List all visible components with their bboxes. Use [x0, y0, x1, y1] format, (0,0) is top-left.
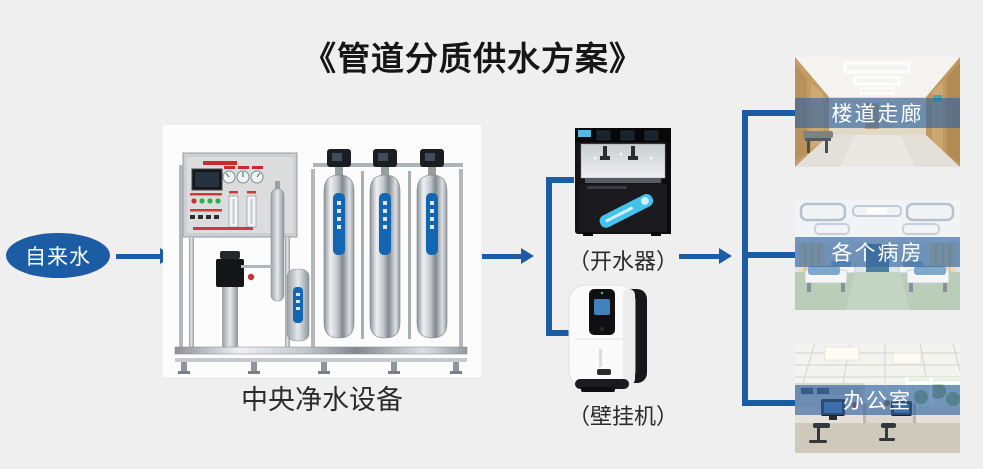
photo-label-band: 各个病房: [795, 237, 960, 267]
arrow-head-icon: [719, 248, 732, 264]
dest-connector-vline: [742, 110, 748, 406]
tap-water-node: 自来水: [6, 233, 110, 278]
dest-connector-stub-3: [742, 400, 795, 406]
mid-connector-vline: [546, 177, 552, 336]
dest-photo-ward: 各个病房: [795, 200, 960, 310]
arrow-head-icon: [521, 248, 534, 264]
destination-label: 楼道走廊: [831, 103, 924, 126]
dest-connector-stub-2: [742, 252, 795, 258]
destination-label: 各个病房: [831, 242, 924, 265]
dest-photo-office: 办公室: [795, 343, 960, 453]
destination-label: 办公室: [843, 390, 912, 413]
diagram-title: 《管道分质供水方案》: [303, 40, 643, 77]
wall-unit-photo: [567, 283, 652, 395]
dest-photo-corridor: 楼道走廊: [795, 57, 960, 167]
tap-water-label: 自来水: [25, 245, 91, 269]
photo-label-band: 办公室: [795, 385, 960, 415]
arrow-line: [116, 253, 160, 259]
central-equipment-photo: [163, 125, 481, 377]
photo-label-band: 楼道走廊: [795, 98, 960, 128]
dest-connector-stub-1: [742, 110, 795, 116]
boiler-illustration: [575, 128, 671, 236]
mid-connector-stub-top: [546, 177, 574, 183]
central-equipment-caption: 中央净水设备: [241, 385, 403, 415]
arrow-right-icon: [679, 248, 732, 264]
boiler-caption: （开水器）: [567, 249, 678, 274]
arrow-right-icon: [482, 248, 534, 264]
wall-unit-illustration: [568, 284, 647, 392]
arrow-line: [482, 253, 521, 259]
arrow-line: [679, 253, 719, 259]
central-equipment-illustration: [174, 149, 468, 374]
wall-unit-caption: （壁挂机）: [567, 404, 678, 429]
mid-connector-stub-bottom: [546, 330, 574, 336]
boiler-photo: [567, 126, 679, 240]
